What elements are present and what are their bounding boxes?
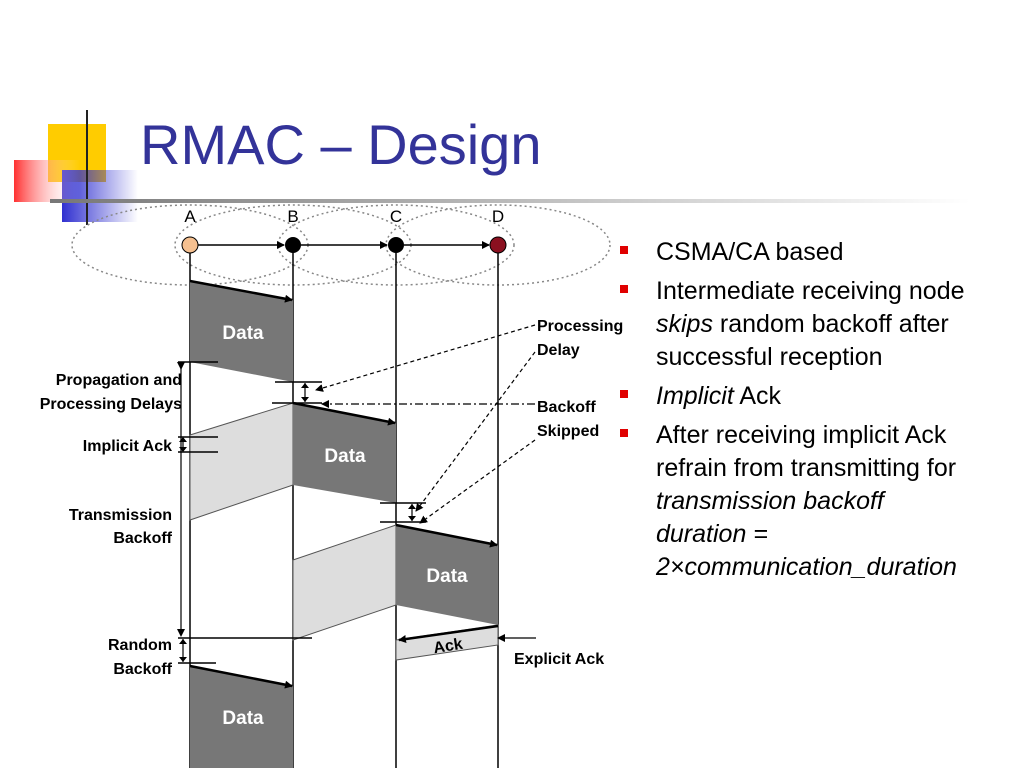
deco-red-square [14, 160, 80, 202]
plain-text: random backoff after [712, 310, 949, 338]
label-propagation-2: Processing Delays [40, 396, 182, 413]
data-block-b-edge [292, 401, 396, 426]
bullet-marker [620, 285, 628, 293]
node-label-a: A [184, 207, 196, 226]
bullet-list: CSMA/CA based Intermediate receiving nod… [620, 236, 1020, 590]
title-underline [50, 199, 970, 203]
label-backoff-2: Skipped [537, 423, 599, 440]
data-block-a-edge [189, 279, 293, 303]
callout-processing-1 [315, 324, 536, 392]
bullet-marker [620, 390, 628, 398]
bullet-csma: CSMA/CA based [620, 236, 1020, 269]
overhear-region-a [189, 402, 294, 521]
label-random-2: Backoff [113, 661, 172, 678]
italic-text: Implicit [656, 382, 734, 410]
bullet-marker [620, 429, 628, 437]
bullet-text: 2×communication_duration [656, 553, 957, 581]
label-implicit-ack: Implicit Ack [83, 438, 172, 455]
data-block-a2 [190, 666, 293, 768]
data-label-a: Data [222, 323, 264, 344]
label-explicit-ack: Explicit Ack [514, 651, 604, 668]
bullet-text: successful reception [656, 343, 883, 371]
bullet-text-line: skips random backoff after [656, 308, 1020, 341]
bullet-text-line: Implicit Ack [656, 380, 1020, 413]
data-label-c: Data [426, 566, 468, 587]
node-b [285, 237, 301, 253]
bullet-implicit-ack: Implicit Ack [620, 380, 1020, 413]
bullet-text: duration = [656, 520, 768, 548]
node-label-c: C [390, 207, 402, 226]
italic-text: skips [656, 310, 713, 338]
node-label-d: D [492, 207, 504, 226]
node-label-b: B [287, 207, 298, 226]
bullet-text: Intermediate receiving node [656, 277, 965, 305]
bullet-text: CSMA/CA based [656, 238, 844, 266]
data-block-a2-edge [189, 664, 293, 689]
data-label-b: Data [324, 446, 366, 467]
bullet-text: After receiving implicit Ack [656, 421, 947, 449]
label-processing-1: Processing [537, 318, 623, 335]
callout-backoff-2 [419, 439, 536, 524]
label-transmission-1: Transmission [69, 507, 172, 524]
data-block-a [190, 281, 293, 382]
label-backoff-1: Backoff [537, 399, 596, 416]
data-label-a2: Data [222, 708, 264, 729]
callout-processing-2 [415, 351, 536, 512]
slide-title: RMAC – Design [140, 113, 542, 176]
label-random-1: Random [108, 637, 172, 654]
bullet-after-ack: After receiving implicit Ack refrain fro… [620, 419, 1020, 584]
ack-label: Ack [432, 636, 464, 657]
label-processing-2: Delay [537, 342, 580, 359]
node-a [181, 236, 199, 254]
node-d [489, 236, 507, 254]
bullet-text: refrain from transmitting for [656, 454, 957, 482]
plain-text: Ack [733, 382, 782, 410]
node-c [388, 237, 404, 253]
bullet-intermediate: Intermediate receiving node skips random… [620, 275, 1020, 374]
data-block-c [396, 525, 498, 625]
overhear-region-b [292, 524, 397, 641]
data-block-b [293, 403, 396, 503]
bullet-text: transmission backoff [656, 487, 884, 515]
label-propagation-1: Propagation and [56, 372, 182, 389]
ack-arrow [398, 624, 499, 643]
bullet-marker [620, 246, 628, 254]
label-transmission-2: Backoff [113, 530, 172, 547]
data-block-c-edge [395, 523, 498, 548]
